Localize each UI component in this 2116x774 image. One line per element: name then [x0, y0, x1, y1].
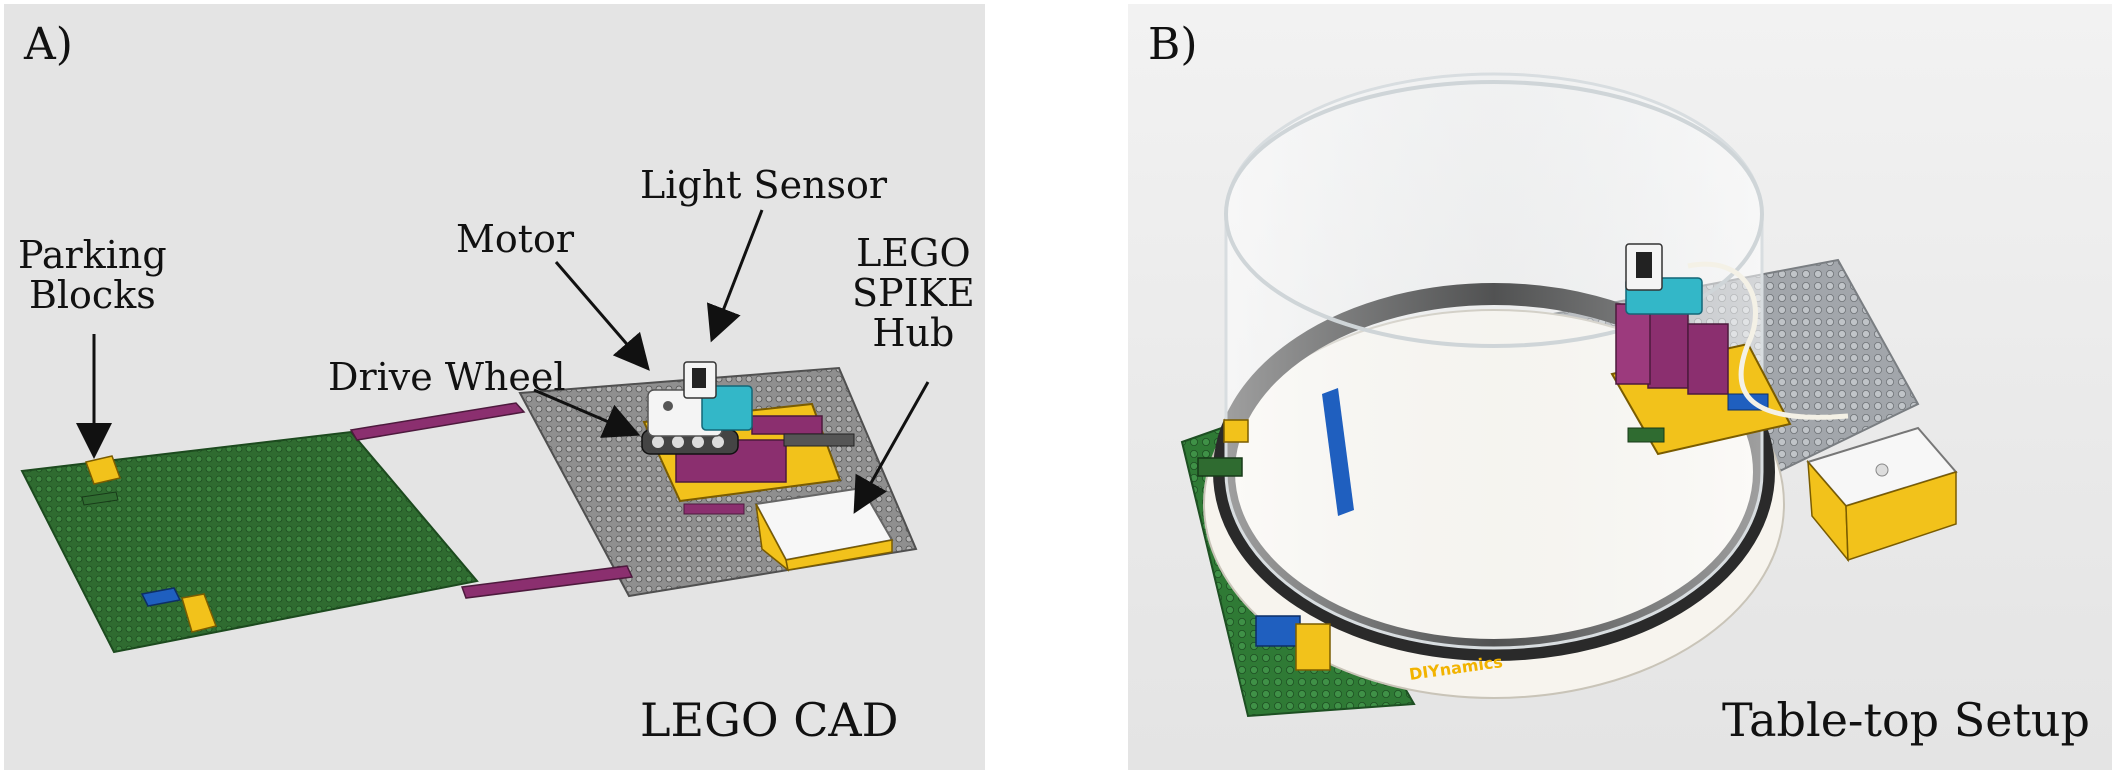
- panel-a-letter: A): [24, 19, 73, 70]
- hub-arrow: [853, 381, 930, 514]
- drive-wheel-arrow: [533, 388, 641, 438]
- motor-arrow: [554, 261, 650, 371]
- acrylic-tank-wall: [1224, 72, 1764, 650]
- lego-spike-hub-label: LEGO SPIKE Hub: [852, 231, 975, 355]
- lego-cad-illustration: [20, 209, 930, 654]
- bridge-beam-bottom: [460, 565, 634, 599]
- light-sensor: [683, 361, 753, 431]
- green-baseplate: [20, 430, 479, 654]
- parking-blocks-label-line1: Parking: [18, 233, 167, 277]
- bridge-beam-top: [349, 402, 526, 441]
- light-sensor-arrow: [706, 209, 764, 343]
- parking-blocks-label-line2: Blocks: [28, 272, 156, 317]
- light-sensor-label: Light Sensor: [640, 163, 888, 207]
- robot-assembly: [1610, 303, 1792, 456]
- hub-label-line2: SPIKE: [852, 270, 975, 315]
- drive-wheel-label: Drive Wheel: [328, 355, 566, 399]
- sensor-cable: [1687, 261, 1849, 420]
- panel-a-caption: LEGO CAD: [640, 693, 899, 747]
- panel-b-table-top-photo: DIYnamics: [1128, 4, 2112, 770]
- hub-label-line1: LEGO: [856, 231, 971, 275]
- hub-label-line3: Hub: [872, 310, 955, 355]
- parking-blocks: [1197, 419, 1331, 671]
- table-top-illustration: DIYnamics: [1180, 72, 1958, 718]
- parking-block-bottom: [140, 587, 217, 633]
- panel-b-caption: Table-top Setup: [1722, 693, 2090, 747]
- lego-spike-hub: [1806, 426, 1958, 563]
- blue-tape-marker: [1322, 388, 1354, 516]
- panel-a-lego-cad: A) Parking Blocks Motor Light Sensor Dri…: [4, 4, 985, 770]
- panel-b-letter: B): [1148, 19, 1198, 70]
- tank-rim: [1224, 80, 1764, 348]
- parking-blocks-label: Parking Blocks: [18, 233, 167, 317]
- motor-label: Motor: [456, 217, 575, 261]
- light-sensor: [1625, 243, 1703, 315]
